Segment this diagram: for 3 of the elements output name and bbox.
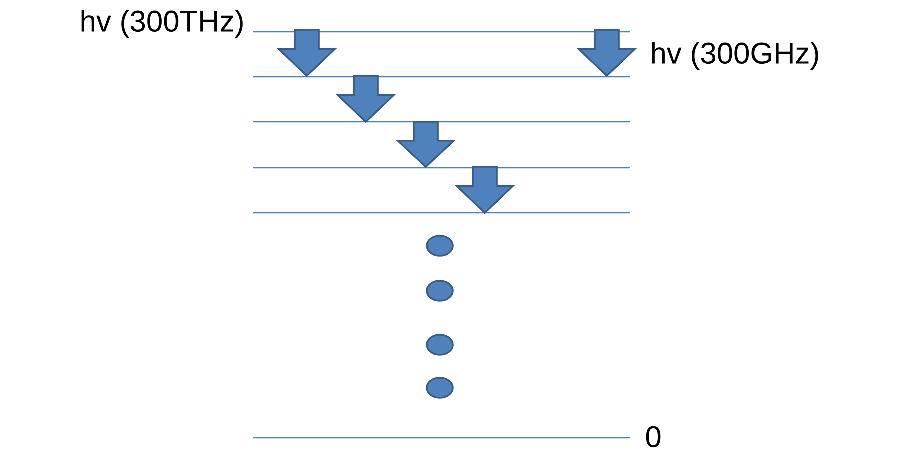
level-label: hv (300GHz) xyxy=(652,42,818,70)
level-label: 0 xyxy=(646,426,661,448)
level-label: hv (300THz) xyxy=(82,10,243,38)
